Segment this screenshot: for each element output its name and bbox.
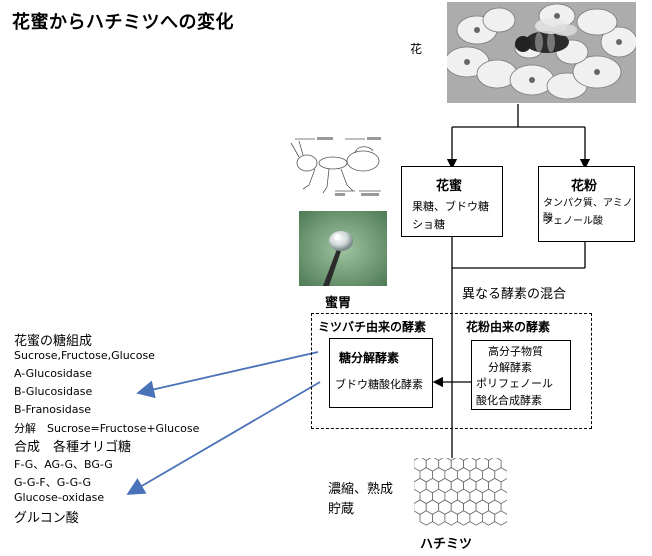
diagram-title: 花蜜からハチミツへの変化 xyxy=(12,12,234,33)
honeycomb-cell xyxy=(482,510,496,526)
process-label: 濃縮、熟成 貯蔵 xyxy=(328,482,407,517)
honey-stomach-label: 蜜胃 xyxy=(325,296,352,311)
enzyme-mix-label: 異なる酵素の混合 xyxy=(462,287,567,302)
list-item: Glucose-oxidase xyxy=(14,491,105,504)
honeycomb-cell xyxy=(494,510,507,526)
nectar-line: ショ糖 xyxy=(412,218,445,231)
bee-enzyme-group-label: ミツバチ由来の酵素 xyxy=(318,320,427,334)
honeycomb-cell xyxy=(469,510,483,526)
bee-icon xyxy=(515,18,577,53)
pollen-line: タンパク質、アミノ酸 xyxy=(543,198,633,224)
honeycomb-cell xyxy=(457,510,471,526)
nectar-line: 果糖、ブドウ糖 xyxy=(412,200,489,213)
bee-enzyme-line: ブドウ糖酸化酵素 xyxy=(335,378,423,391)
nectar-title: 花蜜 xyxy=(436,179,463,194)
pollen-enzyme-line: 高分子物質 xyxy=(488,345,543,358)
list-item: 合成 各種オリゴ糖 xyxy=(14,440,132,455)
list-item: 分解 Sucrose=Fructose+Glucose xyxy=(14,422,200,435)
list-item: Sucrose,Fructose,Glucose xyxy=(14,349,155,362)
list-item: B-Franosidase xyxy=(14,403,92,416)
list-item: 花蜜の糖組成 xyxy=(14,334,93,349)
pollen-enzyme-line: 酸化合成酵素 xyxy=(476,394,542,407)
honeycomb-cell xyxy=(432,510,446,526)
list-item: F-G、AG-G、BG-G xyxy=(14,458,113,471)
list-item: A-Glucosidase xyxy=(14,367,92,380)
list-item: G-G-F、G-G-G xyxy=(14,476,92,489)
honeycomb-cell xyxy=(419,510,433,526)
honeycomb-cell xyxy=(444,510,458,526)
bee-enzyme-box: 糖分解酵素 ブドウ糖酸化酵素 xyxy=(329,338,433,408)
flower-bee-photo xyxy=(447,2,636,103)
honey-drop-photo xyxy=(299,211,387,286)
flower-label: 花 xyxy=(410,42,423,56)
enzyme-region xyxy=(311,313,592,429)
pollen-enzyme-group-label: 花粉由来の酵素 xyxy=(466,320,551,334)
honey-label: ハチミツ xyxy=(420,537,473,552)
pollen-box: 花粉 タンパク質、アミノ酸 フェノール酸 xyxy=(538,166,635,242)
list-item: グルコン酸 xyxy=(14,511,79,526)
pollen-enzyme-line: ポリフェノール xyxy=(476,377,553,390)
bee-anatomy-sketch xyxy=(290,137,381,196)
bee-enzyme-line: 糖分解酵素 xyxy=(339,351,400,365)
nectar-box: 花蜜 果糖、ブドウ糖 ショ糖 xyxy=(401,166,503,237)
honeycomb-icon xyxy=(414,458,507,526)
pollen-enzyme-line: 分解酵素 xyxy=(488,361,532,374)
pollen-line: フェノール酸 xyxy=(543,216,603,227)
pollen-enzyme-box: 高分子物質 分解酵素 ポリフェノール 酸化合成酵素 xyxy=(471,340,571,410)
list-item: B-Glucosidase xyxy=(14,385,93,398)
pollen-title: 花粉 xyxy=(571,179,598,194)
